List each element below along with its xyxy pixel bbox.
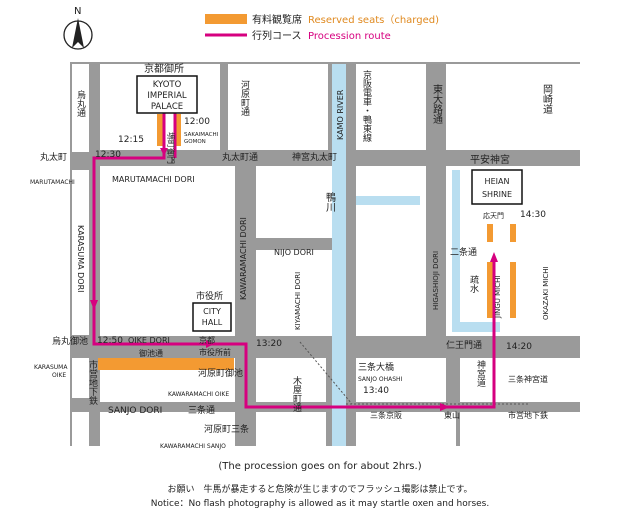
sanjo-dori-jp: 三条通 [188, 404, 215, 416]
kawaramachi-sanjo-en: KAWARAMACHI SANJO [160, 443, 226, 450]
kamo-river [332, 64, 346, 446]
kyoto-palace-line2: IMPERIAL [147, 91, 187, 101]
city-hall-box: 市役所 CITY HALL [192, 290, 232, 332]
time-1430: 14:30 [520, 210, 546, 220]
karasuma-oike-en-2: OIKE [52, 372, 66, 379]
time-1215: 12:15 [118, 135, 144, 145]
nijo-dori: NIJO DORI [274, 248, 314, 257]
karasuma-oike-jp: 烏丸御池 [52, 335, 88, 347]
sosui-jp: 疏水 [468, 274, 479, 293]
notice-en: Notice：No flash photography is allowed a… [150, 499, 490, 509]
shiyakushomae-jp: 市役所前 [199, 347, 231, 357]
city-hall-jp: 市役所 [196, 290, 223, 302]
kawaramachi-oike-jp: 河原町御池 [198, 367, 243, 379]
sosui-canal [452, 170, 500, 332]
kamogawa-jp: 鴨川 [324, 191, 336, 212]
compass-n: N [74, 6, 81, 17]
time-1230: 12:30 [95, 150, 121, 160]
duration-note: (The procession goes on for about 2hrs.) [218, 461, 422, 472]
city-blocks [72, 64, 580, 446]
oike-dori: OIKE DORI [128, 336, 170, 345]
sanjo-jingu-jp: 三条神宮道 [508, 374, 548, 384]
kyoto-palace-line1: KYOTO [153, 80, 182, 90]
reserved-seats [98, 114, 516, 370]
city-hall-line2: HALL [202, 318, 223, 327]
canal-upper [356, 196, 420, 205]
okazaki-en: OKAZAKI MICHI [542, 266, 550, 320]
legend-seats-jp: 有料観覧席 [252, 13, 302, 26]
legend: 有料観覧席 Reserved seats（charged) 行列コース Proc… [205, 13, 439, 42]
vertical-street-labels: 烏丸通 KARASUMA DORI 河原町通 KAWARAMACHI DORI … [75, 69, 553, 413]
legend-seats-swatch [205, 14, 247, 24]
jingu-michi: JINGU MICHI [494, 276, 502, 319]
kiyamachi-jp: 木屋町通 [291, 375, 302, 413]
time-1320: 13:20 [256, 339, 282, 349]
sanjo-keihan-jp: 三条京阪 [370, 410, 402, 420]
sakaimachi-gomon-jp: 堺町御門 [166, 132, 176, 164]
keihan-jp: 京阪電車・鴨東線 [361, 69, 372, 142]
north-arrow-icon: N [63, 6, 93, 50]
procession-route [92, 110, 496, 409]
time-1420: 14:20 [506, 342, 532, 352]
time-1340: 13:40 [363, 386, 389, 396]
heian-jingu-jp: 平安神宮 [470, 153, 510, 166]
sanjo-ohashi-en: SANJO OHASHI [358, 376, 403, 383]
subway-jp: 市営地下鉄 [87, 359, 98, 406]
heian-shrine-box: 平安神宮 HEIAN SHRINE [470, 153, 523, 205]
kyoto-imperial-palace-box: 京都御所 KYOTO IMPERIAL PALACE [136, 62, 198, 114]
time-1200: 12:00 [184, 117, 210, 127]
notice-jp: お願い 牛馬が暴走すると危険が生じますのでフラッシュ撮影は禁止です。 [167, 485, 473, 495]
oike-jp: 御池通 [139, 348, 163, 358]
time-1250: 12:50 [97, 336, 123, 346]
street-labels: 丸太町 MARUTAMACHI MARUTAMACHI DORI 丸太町通 神宮… [30, 132, 548, 450]
heian-line2: SHRINE [482, 190, 512, 199]
kawaramachi-jp: 河原町通 [239, 79, 250, 117]
karasuma-jp: 烏丸通 [75, 89, 86, 118]
map-base [70, 62, 580, 454]
marutamachi-jp: 丸太町 [40, 151, 67, 163]
kawaramachi-dori: KAWARAMACHI DORI [239, 217, 248, 300]
sanjo-ohashi-jp: 三条大橋 [358, 361, 394, 373]
higashiyama-jp: 東山 [444, 410, 460, 420]
niomon-jp: 仁王門通 [446, 339, 482, 351]
times: 12:00 12:15 12:30 12:50 13:20 13:40 14:2… [95, 117, 546, 396]
legend-route-en: Procession route [308, 31, 391, 42]
legend-route-jp: 行列コース [252, 29, 302, 42]
marutamachi-en: MARUTAMACHI [30, 179, 75, 186]
sakaimachi-gomon-1: SAKAIMACHI [184, 132, 219, 138]
sakaimachi-gomon-2: GOMON [184, 139, 206, 145]
kyoto-palace-line3: PALACE [151, 102, 183, 112]
jingumichi-jp: 神宮道 [475, 359, 486, 388]
heian-line1: HEIAN [485, 177, 510, 186]
kawaramachi-sanjo-jp: 河原町三条 [204, 423, 249, 435]
keihan-line [299, 341, 353, 405]
route-arrows [90, 148, 498, 411]
higashioji-dori: HIGASHIOJI DORI [432, 251, 440, 310]
kawaramachi-oike-en: KAWARAMACHI OIKE [168, 391, 229, 398]
sanjo-dori: SANJO DORI [108, 406, 162, 416]
higashioji-jp: 東大路通 [431, 83, 443, 124]
jingu-marutamachi: 神宮丸太町 [292, 151, 337, 163]
marutamachi-dori-jp: 丸太町通 [222, 151, 258, 163]
shiei-subway-2: 市営地下鉄 [508, 410, 548, 420]
nijo-jp: 二条通 [450, 246, 477, 258]
kamo-river-label: KAMO RIVER [336, 89, 345, 140]
legend-seats-en: Reserved seats（charged) [308, 14, 439, 26]
okazaki-jp: 岡崎道 [541, 84, 553, 114]
otorii-jp: 応天門 [483, 211, 504, 220]
city-hall-line1: CITY [203, 307, 221, 316]
marutamachi-dori: MARUTAMACHI DORI [112, 175, 195, 184]
kiyamachi-dori: KIYAMACHI DORI [294, 272, 302, 330]
karasuma-en: KARASUMA DORI [76, 225, 85, 293]
karasuma-oike-en-1: KARASUMA [34, 364, 68, 371]
kyoto-jp: 京都 [199, 335, 215, 345]
kyoto-gosho-jp: 京都御所 [144, 62, 184, 75]
